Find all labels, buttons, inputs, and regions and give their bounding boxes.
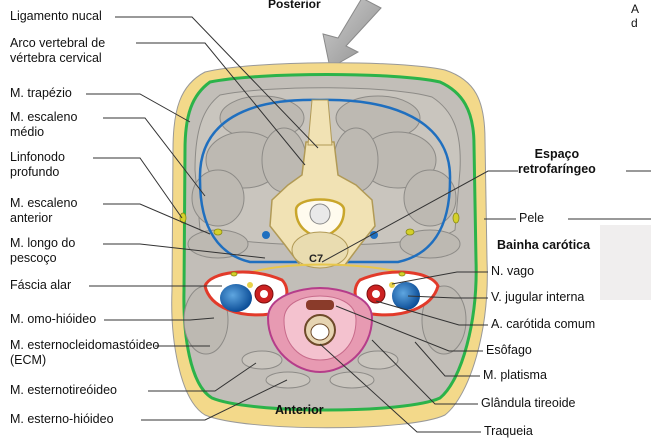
label-pele: Pele [519, 211, 545, 225]
label-linfonodo: Linfonodo profundo [10, 150, 65, 179]
label-a-carotida: A. carótida comum [491, 317, 596, 331]
label-platisma: M. platisma [483, 368, 547, 382]
spinous-process [307, 99, 333, 146]
strap-muscles [241, 350, 399, 389]
label-ligamento-nucal: Ligamento nucal [10, 9, 102, 23]
vertebra-label: C7 [309, 253, 323, 265]
label-esternotireoideo: M. esternotireóideo [10, 383, 118, 397]
label-bainha-carotica: Bainha carótica [497, 238, 591, 252]
label-espaco-retrofaringeo: Espaço retrofaríngeo [518, 147, 596, 176]
label-escaleno-anterior: M. escaleno anterior [10, 196, 78, 225]
prevertebral-fascia [198, 98, 452, 264]
label-longo-pescoco: M. longo do pescoço [10, 236, 76, 265]
posterior-label: Posterior [268, 0, 321, 11]
vertebra-c7 [262, 141, 378, 269]
label-esofago: Esôfago [486, 343, 532, 357]
lymph-nodes [179, 212, 460, 277]
label-n-vago: N. vago [491, 264, 535, 278]
carotid-sheath-left [203, 270, 289, 317]
label-escaleno-medio: M. escaleno médio [10, 110, 78, 139]
label-ecm: M. esternocleidomastóideo (ECM) [10, 338, 160, 367]
label-v-jugular: V. jugular interna [491, 290, 585, 304]
label-traqueia: Traqueia [484, 424, 533, 438]
label-arco-vertebral: Arco vertebral de vértebra cervical [10, 36, 106, 65]
retropharyngeal-fascia [251, 263, 401, 273]
label-fascia-alar: Fáscia alar [10, 278, 72, 292]
label-trapezio: M. trapézio [10, 86, 72, 100]
label-tireoide: Glândula tireoide [481, 396, 576, 410]
posterior-arrow-icon [322, 0, 382, 69]
anterior-label: Anterior [275, 403, 324, 417]
background-shadow [600, 225, 651, 300]
leader-lines [86, 16, 651, 433]
clipped-right-label: A d [631, 2, 640, 30]
label-esterno-hioideo: M. esterno-hióideo [10, 412, 114, 426]
visceral-compartment [266, 286, 374, 374]
label-omo-hioideo: M. omo-hióideo [10, 312, 97, 326]
